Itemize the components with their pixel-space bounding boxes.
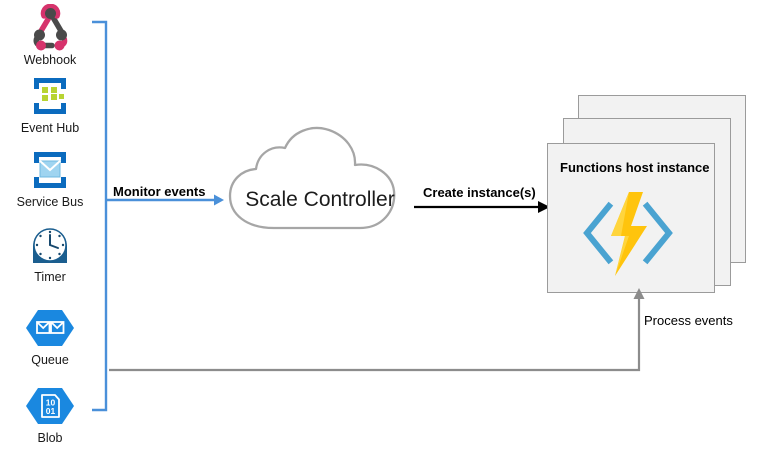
trigger-webhook[interactable]: Webhook xyxy=(4,3,96,68)
scale-controller-label: Scale Controller xyxy=(245,188,395,211)
event-sources-bracket xyxy=(88,16,114,421)
monitor-events-label: Monitor events xyxy=(113,184,206,199)
webhook-icon xyxy=(22,3,78,52)
svg-text:01: 01 xyxy=(46,406,56,416)
blob-icon: 10 01 xyxy=(22,382,78,430)
functions-host-instance-title: Functions host instance xyxy=(560,160,710,175)
azure-functions-logo xyxy=(581,188,675,285)
trigger-label: Event Hub xyxy=(20,121,80,135)
service-bus-icon xyxy=(22,146,78,194)
monitor-events-arrow xyxy=(106,192,228,215)
process-events-label: Process events xyxy=(644,313,733,328)
create-instances-label: Create instance(s) xyxy=(423,185,536,200)
trigger-service-bus[interactable]: Service Bus xyxy=(4,146,96,210)
trigger-label: Webhook xyxy=(23,53,77,67)
trigger-label: Blob xyxy=(37,431,63,445)
queue-icon xyxy=(22,304,78,352)
trigger-queue[interactable]: Queue xyxy=(4,304,96,368)
trigger-timer[interactable]: Timer xyxy=(4,221,96,285)
event-hub-icon xyxy=(22,72,78,120)
timer-icon xyxy=(22,221,78,269)
trigger-label: Queue xyxy=(31,353,69,367)
trigger-blob[interactable]: 10 01 Blob xyxy=(4,382,96,446)
process-events-arrow xyxy=(108,285,653,390)
trigger-event-hub[interactable]: Event Hub xyxy=(4,72,96,136)
scale-controller-cloud xyxy=(222,118,420,243)
trigger-label: Service Bus xyxy=(16,195,84,209)
create-instances-arrow xyxy=(414,199,554,222)
trigger-label: Timer xyxy=(34,270,66,284)
svg-text:10: 10 xyxy=(46,398,56,408)
